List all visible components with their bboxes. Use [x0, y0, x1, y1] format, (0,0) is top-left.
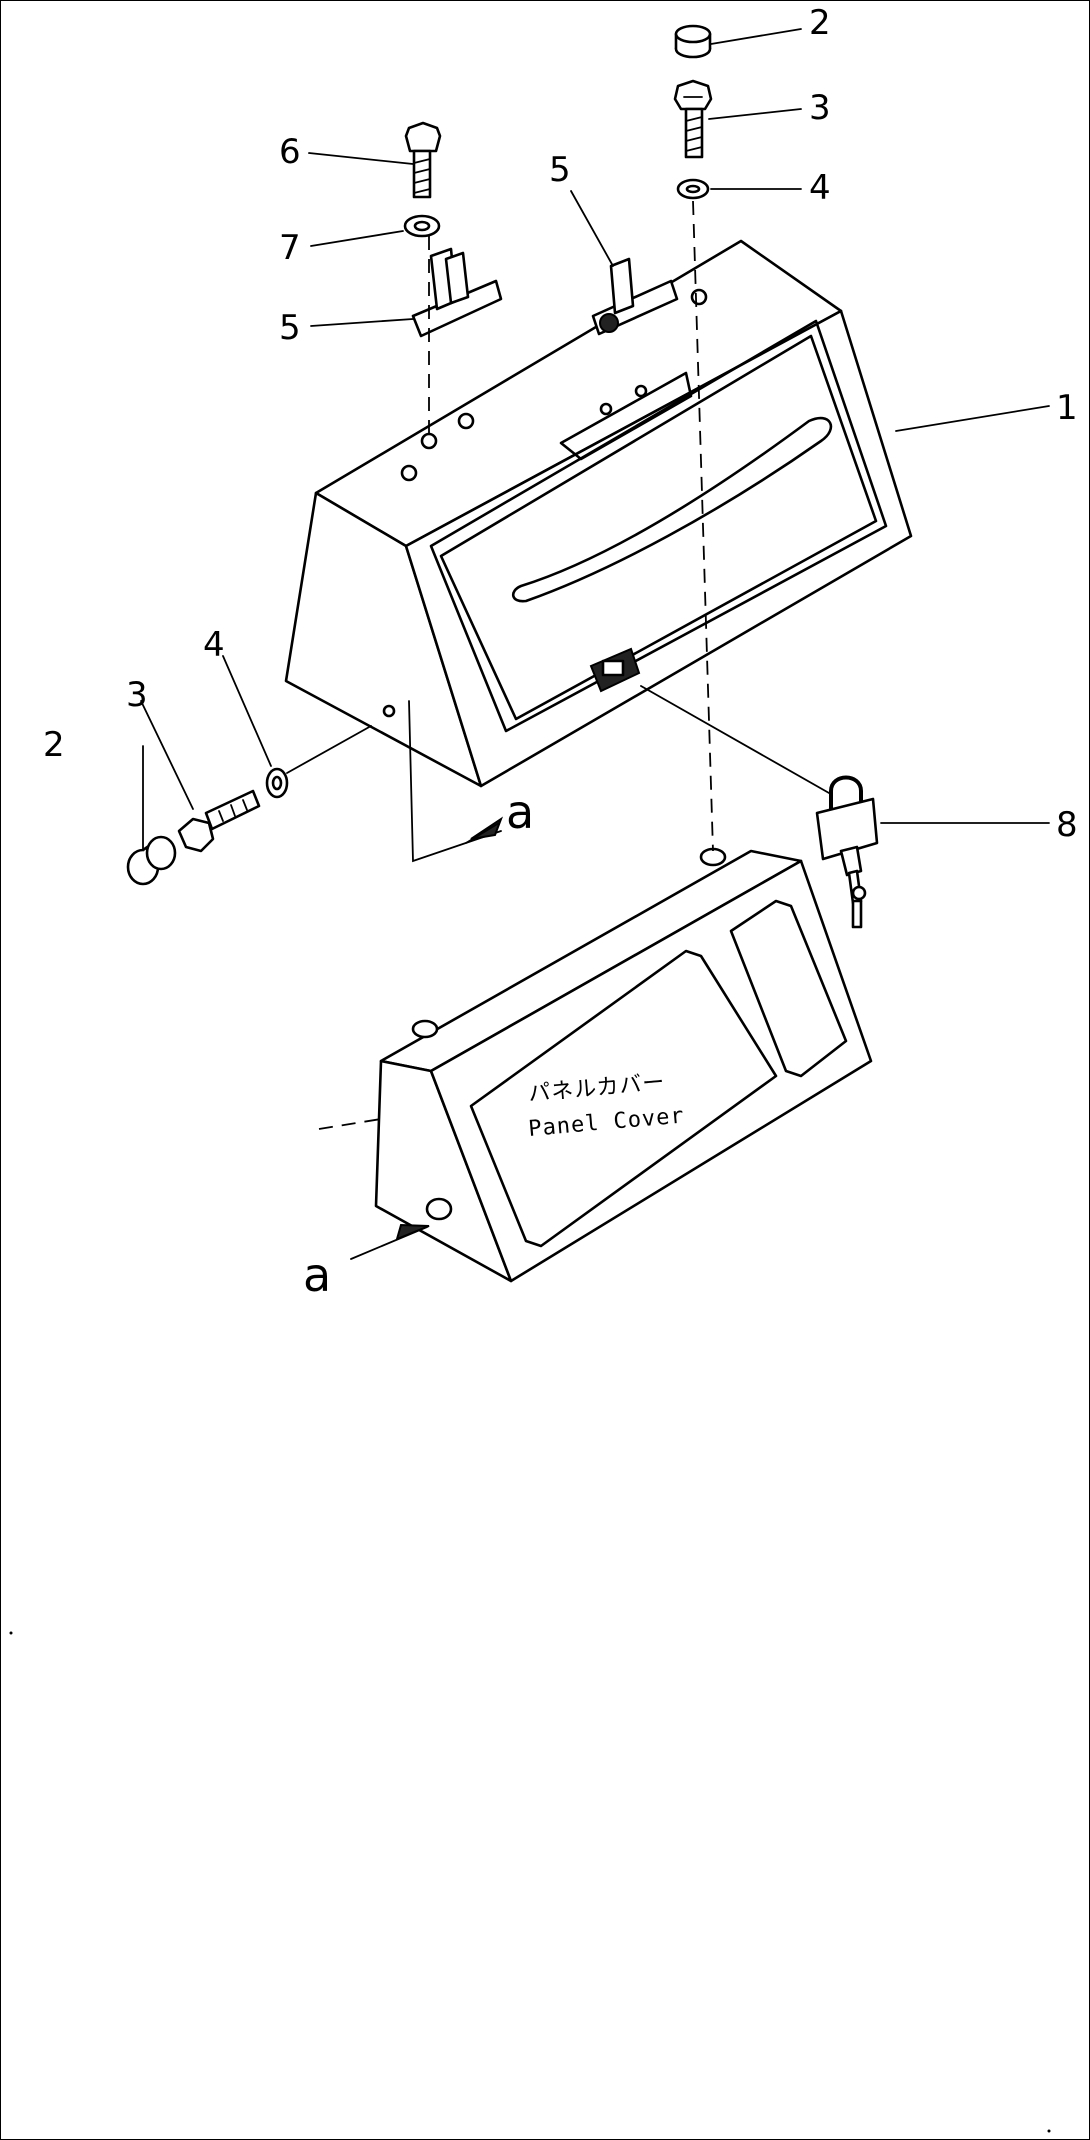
hinge-bracket-left-part-5 [411, 247, 503, 338]
scan-speck [9, 1631, 13, 1635]
padlock-part-8 [815, 775, 879, 929]
bolt-part-6 [404, 121, 442, 199]
panel-cover [374, 847, 873, 1283]
callout-4-top: 4 [809, 168, 831, 208]
callout-5-center: 5 [549, 150, 571, 190]
scan-speck [1047, 2129, 1051, 2133]
callout-3-top: 3 [809, 88, 831, 128]
cap-part-2-top [674, 24, 712, 59]
view-marker-a-lower: a [303, 1248, 331, 1302]
callout-5-left: 5 [279, 308, 301, 348]
washer-part-7 [403, 214, 441, 238]
callout-3-left: 3 [126, 675, 148, 715]
washer-part-4-top [676, 178, 710, 200]
panel-box-part-1 [284, 239, 913, 788]
bolt-part-3-top [673, 79, 713, 159]
cap-part-2-left [126, 835, 177, 886]
callout-8: 8 [1056, 805, 1078, 845]
callout-6: 6 [279, 132, 301, 172]
callout-1: 1 [1056, 388, 1078, 428]
callout-7: 7 [279, 228, 301, 268]
hinge-bracket-center-part-5 [591, 257, 679, 336]
washer-part-4-left [265, 767, 289, 799]
bolt-part-3-left [177, 789, 261, 853]
callout-4-left: 4 [203, 625, 225, 665]
leader-lines [140, 28, 1050, 1260]
view-marker-a-upper: a [506, 785, 534, 839]
callout-2-top: 2 [809, 3, 831, 43]
callout-2-left: 2 [43, 725, 65, 765]
